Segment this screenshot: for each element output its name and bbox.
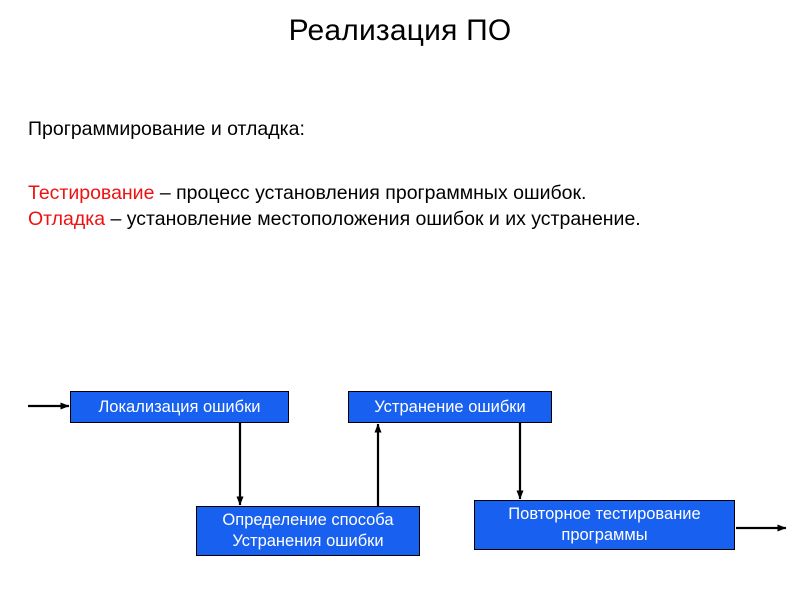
definition-testing: Тестирование – процесс установления прог…: [28, 180, 748, 206]
diagram-node-localization[interactable]: Локализация ошибки: [70, 391, 289, 423]
body-text-block: Программирование и отладка: Тестирование…: [28, 116, 748, 232]
page-title: Реализация ПО: [288, 14, 512, 47]
definition-debugging: Отладка – установление местоположения ош…: [28, 206, 748, 232]
diagram-node-fix[interactable]: Устранение ошибки: [348, 391, 552, 423]
lead-paragraph: Программирование и отладка:: [28, 118, 305, 140]
definition-debugging-term: Отладка: [28, 208, 106, 230]
diagram-node-fix-label: Устранение ошибки: [374, 397, 526, 416]
definition-debugging-rest: – установление местоположения ошибок и и…: [105, 208, 641, 230]
diagram-node-method-label: Определение способа Устранения ошибки: [222, 511, 394, 550]
definition-testing-rest: – процесс установления программных ошибо…: [154, 182, 587, 204]
definition-testing-term: Тестирование: [28, 182, 155, 204]
diagram-node-retest[interactable]: Повторное тестирование программы: [474, 500, 735, 550]
diagram-node-localization-label: Локализация ошибки: [98, 397, 261, 416]
diagram-node-retest-label: Повторное тестирование программы: [508, 505, 701, 544]
diagram-node-method[interactable]: Определение способа Устранения ошибки: [196, 506, 420, 556]
